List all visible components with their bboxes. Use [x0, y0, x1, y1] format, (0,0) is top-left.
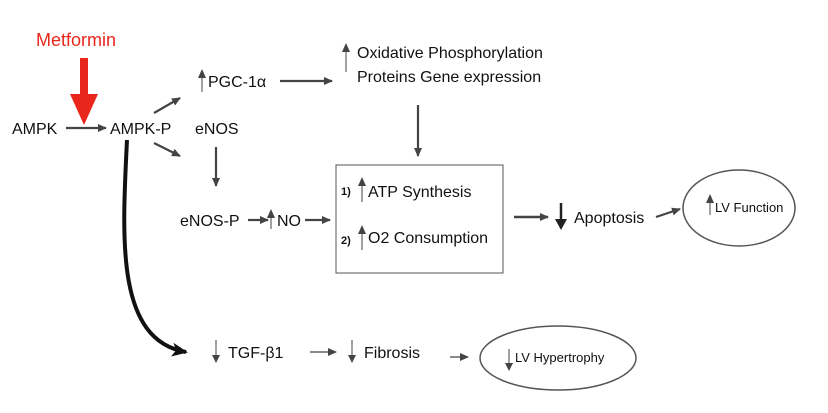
apoptosis-label: Apoptosis	[574, 210, 644, 227]
lv-function-ellipse	[682, 169, 796, 247]
enos-p-label: eNOS-P	[180, 213, 240, 230]
box-item2-number: 2)	[341, 235, 351, 247]
tgf-down-arrow	[212, 340, 220, 363]
oxphos-line1: Oxidative Phosphorylation	[357, 45, 543, 62]
pgc-label: PGC-1α	[208, 74, 266, 91]
lv-hypertrophy-ellipse	[479, 325, 637, 391]
apoptosis-to-lvfunction-arrow	[655, 207, 681, 219]
fibrosis-down-arrow	[348, 340, 356, 363]
oxphos-line2: Proteins Gene expression	[357, 69, 541, 86]
no-label: NO	[277, 213, 301, 230]
apoptosis-down-arrow	[555, 203, 567, 230]
mitochondrial-box	[335, 164, 504, 274]
lv-function-label: LV Function	[715, 200, 783, 215]
metformin-arrow	[70, 58, 98, 125]
ampkp-to-pgc-arrow	[153, 97, 181, 114]
box-item1-number: 1)	[341, 186, 351, 198]
enos-label: eNOS	[195, 121, 239, 138]
atp-synthesis-label: ATP Synthesis	[368, 184, 471, 201]
fibrosis-label: Fibrosis	[364, 345, 420, 362]
tgf-label: TGF-β1	[228, 345, 284, 362]
ampk-p-label: AMPK-P	[110, 121, 171, 138]
o2-consumption-label: O2 Consumption	[368, 230, 488, 247]
lv-hypertrophy-down-arrow	[505, 349, 513, 371]
ampkp-to-enos-arrow	[153, 142, 181, 157]
ampkp-to-tgf-arrow	[122, 139, 188, 357]
ampk-label: AMPK	[12, 121, 58, 138]
metformin-label: Metformin	[36, 30, 116, 50]
lv-hypertrophy-label: LV Hypertrophy	[515, 350, 605, 365]
